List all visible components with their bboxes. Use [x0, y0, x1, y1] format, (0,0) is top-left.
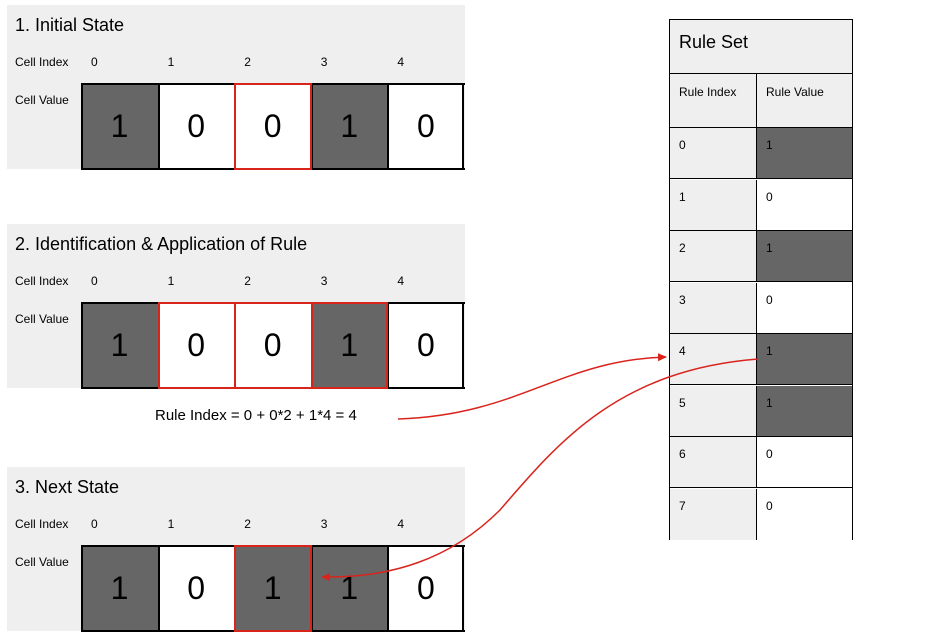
cell-value-label: Cell Value	[15, 312, 69, 326]
rule-index-header-label: Rule Index	[679, 85, 737, 99]
panel-title: 3. Next State	[15, 477, 120, 497]
cell-value-label: Cell Value	[15, 93, 69, 107]
cell-index: 3	[320, 274, 328, 288]
rule-set-header: Rule Set	[670, 20, 852, 74]
grid-line	[234, 545, 237, 632]
grid-line	[157, 545, 160, 632]
rule-value-cell: 1	[757, 385, 852, 436]
cell-value: 0	[387, 302, 465, 389]
panel-title: 1. Initial State	[15, 15, 125, 35]
grid-line	[310, 83, 313, 170]
grid-line	[462, 545, 464, 632]
cell-value: 1	[81, 83, 158, 170]
grid-line	[81, 545, 83, 632]
cell-value: 0	[157, 83, 235, 170]
rule-index-cell: 2	[670, 231, 757, 281]
cell-value: 1	[310, 302, 388, 389]
panel-title: 2. Identification & Application of Rule	[15, 234, 308, 254]
cell-index: 2	[244, 517, 251, 531]
cell-index: 3	[320, 55, 328, 69]
highlight-divider	[234, 302, 237, 389]
grid-line	[387, 83, 390, 170]
cell-value: 0	[234, 302, 312, 389]
rule-index-cell: 6	[670, 437, 757, 487]
rule-index-column-header: Rule Index	[670, 74, 757, 128]
grid-line	[387, 302, 390, 389]
grid-line	[157, 83, 160, 170]
cell-value: 1	[310, 83, 388, 170]
grid-line	[81, 545, 465, 547]
cell-value: 0	[387, 545, 465, 632]
cell-index: 4	[397, 517, 405, 531]
cell-index: 1	[167, 55, 175, 69]
grid-line	[81, 630, 465, 632]
cell-value: 1	[81, 545, 158, 632]
rule-set-title: Rule Set	[679, 32, 749, 52]
cell-index: 4	[397, 55, 405, 69]
grid-line	[387, 545, 390, 632]
cell-index: 4	[397, 274, 405, 288]
rule-value-column-header: Rule Value	[757, 74, 852, 128]
cell-index: 0	[91, 517, 98, 531]
cell-index: 1	[167, 274, 175, 288]
rule-index-cell: 3	[670, 282, 757, 333]
rule-index-cell: 4	[670, 334, 757, 384]
cell-index: 2	[244, 274, 251, 288]
rule-index-cell: 1	[670, 179, 757, 230]
rule-value-cell: 0	[757, 282, 852, 333]
grid-line	[81, 302, 465, 304]
cell-value: 1	[234, 545, 312, 632]
cell-index-label: Cell Index	[15, 55, 69, 69]
grid-line	[81, 83, 465, 85]
rule-index-cell: 5	[670, 385, 757, 436]
cell-value: 0	[157, 302, 235, 389]
rule-value-cell: 0	[757, 488, 852, 540]
grid-line	[81, 302, 83, 389]
grid-line	[234, 83, 237, 170]
cell-index: 2	[244, 55, 251, 69]
rule-value-cell: 0	[757, 437, 852, 487]
cell-value: 0	[387, 83, 465, 170]
cell-value-label: Cell Value	[15, 555, 69, 569]
rule-value-cell: 1	[757, 231, 852, 281]
cell-index-label: Cell Index	[15, 274, 69, 288]
rule-value-cell: 0	[757, 179, 852, 230]
grid-line	[462, 302, 464, 389]
grid-line	[462, 83, 464, 170]
rule-index-cell: 7	[670, 488, 757, 540]
cell-value: 1	[81, 302, 158, 389]
rule-index-cell: 0	[670, 128, 757, 178]
cell-value: 1	[310, 545, 388, 632]
grid-line	[81, 83, 83, 170]
grid-line	[81, 387, 465, 389]
grid-line	[310, 545, 313, 632]
rule-index-formula: Rule Index = 0 + 0*2 + 1*4 = 4	[155, 407, 357, 424]
grid-line	[157, 302, 160, 389]
cell-index-label: Cell Index	[15, 517, 69, 531]
rule-value-header-label: Rule Value	[766, 85, 824, 99]
rule-value-cell: 1	[757, 128, 852, 178]
cell-index: 3	[320, 517, 328, 531]
cell-index: 0	[91, 55, 98, 69]
grid-line	[81, 168, 465, 170]
highlight-divider	[310, 302, 313, 389]
cell-index: 0	[91, 274, 98, 288]
rule-value-cell: 1	[757, 334, 852, 384]
cell-index: 1	[167, 517, 175, 531]
cell-value: 0	[157, 545, 235, 632]
cell-value: 0	[234, 83, 312, 170]
